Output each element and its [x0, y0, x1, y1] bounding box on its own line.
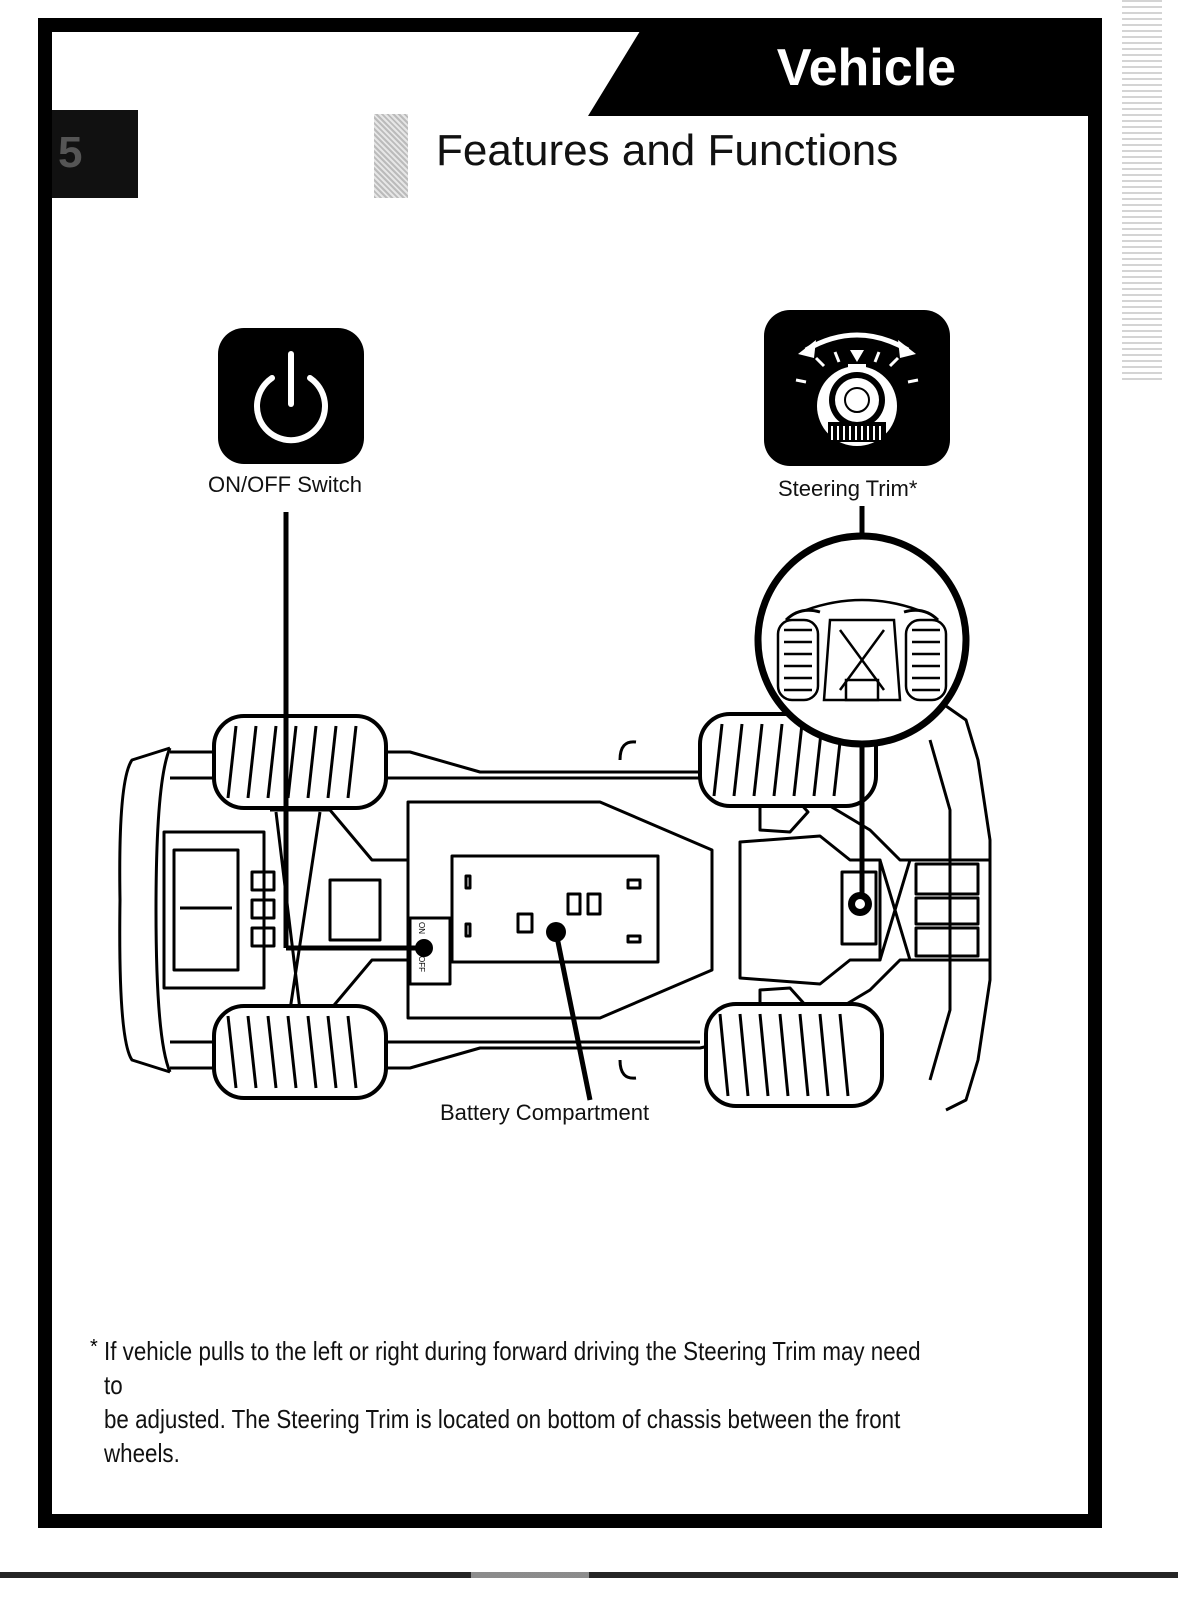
battery-compartment-label: Battery Compartment: [440, 1100, 650, 1125]
wheel-rear-left: [212, 714, 388, 810]
rear-bumper: [118, 746, 171, 1074]
on-off-switch: [408, 916, 452, 986]
steering-trim-dial-icon: [795, 332, 919, 446]
section-header-band: Vehicle: [588, 18, 1102, 116]
switch-off-label: OFF: [417, 956, 426, 972]
title-marker: [374, 114, 408, 198]
footnote-marker: *: [90, 1336, 98, 1358]
battery-callout-line: [553, 931, 593, 1101]
page-number-tab: 5: [52, 110, 138, 198]
wheel-rear-right: [212, 1004, 388, 1100]
footnote-line-1: If vehicle pulls to the left or right du…: [104, 1336, 921, 1400]
battery-tray: [406, 800, 714, 1020]
steering-trim-zoom-circle: [754, 532, 970, 748]
steering-trim-icon-box: [764, 310, 950, 466]
power-icon: [254, 351, 328, 444]
rear-axle-housing: [162, 830, 266, 990]
power-icon-box: [218, 328, 364, 464]
battery-compartment: [450, 854, 660, 964]
on-off-switch-label: ON/OFF Switch: [208, 472, 363, 497]
page-title: Features and Functions: [436, 126, 899, 175]
wheel-front-right: [704, 1002, 884, 1108]
scan-edge-noise: [1122, 0, 1162, 380]
switch-on-label: ON: [417, 922, 426, 934]
bottom-rule: [0, 1572, 1178, 1578]
steering-trim-label: Steering Trim*: [778, 476, 918, 501]
section-label: Vehicle: [776, 39, 956, 97]
footnote-line-2: be adjusted. The Steering Trim is locate…: [104, 1404, 901, 1468]
footnote: If vehicle pulls to the left or right du…: [104, 1334, 930, 1470]
page-number: 5: [58, 128, 83, 177]
